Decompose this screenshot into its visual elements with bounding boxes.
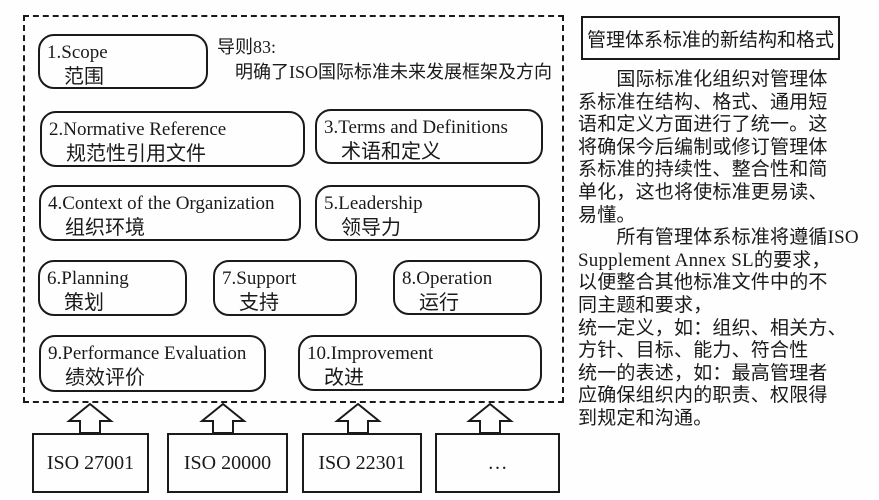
clause-box-context-organization: 4.Context of the Organization 组织环境 bbox=[39, 185, 301, 241]
clause-box-scope: 1.Scope 范围 bbox=[38, 34, 208, 89]
clause-en-label: 8.Operation bbox=[402, 268, 493, 289]
clause-box-planning: 6.Planning 策划 bbox=[38, 260, 187, 316]
clause-en-label: 4.Context of the Organization bbox=[48, 193, 275, 214]
standard-box-iso22301: ISO 22301 bbox=[302, 433, 422, 493]
clause-zh-label: 支持 bbox=[239, 292, 279, 314]
clause-en-label: 10.Improvement bbox=[307, 343, 434, 364]
clause-en-label: 6.Planning bbox=[47, 268, 129, 289]
up-arrow-icon bbox=[66, 402, 114, 434]
clause-en-label: 9.Performance Evaluation bbox=[48, 343, 247, 364]
clause-box-support: 7.Support 支持 bbox=[213, 260, 357, 316]
standard-box-iso27001: ISO 27001 bbox=[32, 433, 149, 493]
clause-zh-label: 范围 bbox=[64, 66, 104, 88]
clause-en-label: 3.Terms and Definitions bbox=[324, 117, 508, 138]
up-arrow-icon bbox=[334, 402, 382, 434]
clause-zh-label: 策划 bbox=[64, 292, 104, 314]
clause-zh-label: 组织环境 bbox=[65, 217, 145, 239]
clause-en-label: 2.Normative Reference bbox=[49, 119, 227, 140]
clause-box-normative-reference: 2.Normative Reference 规范性引用文件 bbox=[40, 111, 305, 167]
clause-en-label: 7.Support bbox=[222, 268, 297, 289]
clause-zh-label: 绩效评价 bbox=[65, 367, 145, 389]
clause-box-performance-evaluation: 9.Performance Evaluation 绩效评价 bbox=[39, 335, 266, 392]
up-arrow-icon bbox=[466, 402, 514, 434]
standard-box-iso20000: ISO 20000 bbox=[167, 433, 288, 493]
clause-zh-label: 改进 bbox=[324, 367, 364, 389]
clause-en-label: 5.Leadership bbox=[324, 193, 423, 214]
clause-zh-label: 领导力 bbox=[341, 217, 401, 239]
clause-zh-label: 术语和定义 bbox=[341, 141, 441, 163]
panel-title: 管理体系标准的新结构和格式 bbox=[581, 16, 840, 60]
clause-box-terms-definitions: 3.Terms and Definitions 术语和定义 bbox=[315, 109, 543, 164]
dashed-structure-frame bbox=[23, 15, 564, 403]
clause-box-operation: 8.Operation 运行 bbox=[393, 260, 542, 315]
clause-box-leadership: 5.Leadership 领导力 bbox=[315, 185, 540, 241]
standard-box-ellipsis: … bbox=[435, 433, 560, 493]
panel-body-text: 国际标准化组织对管理体 系标准在结构、格式、通用短 语和定义方面进行了统一。这 … bbox=[578, 69, 859, 429]
clause-zh-label: 运行 bbox=[419, 292, 459, 314]
clause-box-improvement: 10.Improvement 改进 bbox=[298, 335, 542, 391]
guideline-83-note: 导则83: 明确了ISO国际标准未来发展框架及方向 bbox=[217, 37, 553, 82]
up-arrow-icon bbox=[199, 402, 247, 434]
clause-en-label: 1.Scope bbox=[47, 42, 108, 63]
clause-zh-label: 规范性引用文件 bbox=[66, 143, 206, 165]
